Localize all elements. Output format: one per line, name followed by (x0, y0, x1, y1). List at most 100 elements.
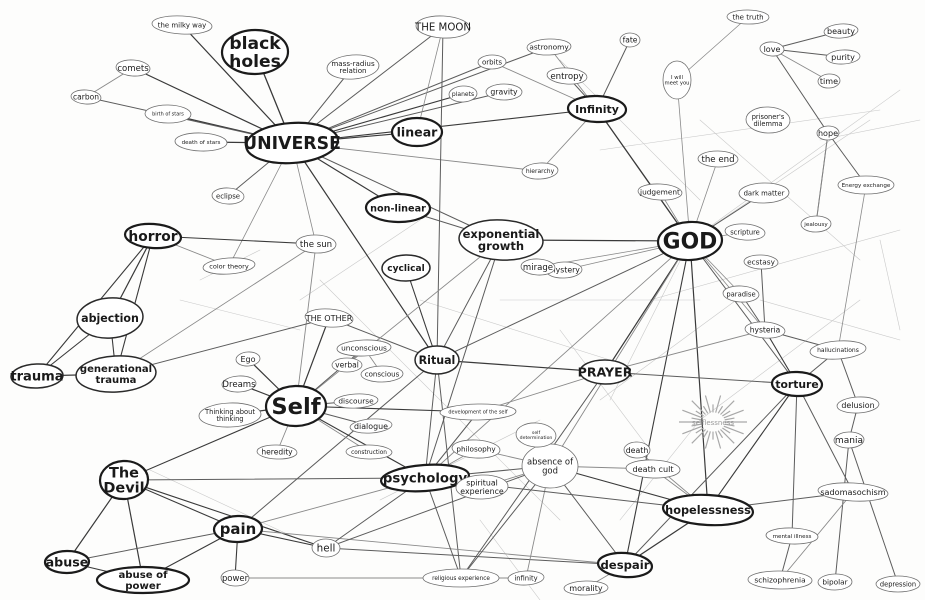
node-bipolar: bipolar (817, 573, 853, 591)
connection-line-the-devil-to-self (123, 405, 297, 481)
node-outline (743, 254, 779, 270)
starburst-ray (715, 395, 722, 413)
node-pain: pain (212, 514, 264, 544)
faint-pencil-line (689, 119, 871, 242)
node-ecstasy: ecstasy (743, 254, 779, 270)
starburst-ray (691, 423, 702, 427)
faint-pencil-line (299, 219, 421, 301)
node-outline (623, 441, 651, 459)
connection-line-ritual-to-psychology (424, 359, 438, 479)
node-development-self: development of the self (439, 403, 517, 421)
node-label: UNIVERSE (243, 134, 341, 154)
node-label: GOD (663, 230, 718, 255)
connection-line-god-to-absence-of-god (549, 240, 691, 467)
node-death-cult: death cult (625, 459, 681, 479)
node-fate: fate (619, 32, 641, 48)
node-label: PRAYER (578, 364, 633, 379)
faint-pencil-line (559, 59, 701, 201)
starburst-ray (691, 417, 702, 421)
node-label: mystery (548, 266, 580, 275)
node-label: bipolar (822, 578, 848, 587)
node-the-end: the end (697, 150, 739, 168)
node-outline (451, 439, 501, 459)
node-label: scripture (730, 228, 760, 236)
starburst-ray (720, 400, 735, 415)
connection-line-exponential-to-self (295, 239, 502, 407)
node-outline (809, 340, 867, 360)
connection-line-exponential-to-psychology (424, 239, 502, 479)
starburst-ray (702, 405, 709, 414)
node-dark-matter: dark matter (738, 182, 790, 204)
node-label: Ego (240, 355, 255, 364)
node-outline (825, 49, 861, 65)
node-label: dialogue (354, 422, 388, 431)
node-label: torture (775, 378, 818, 391)
node-carbon: carbon (70, 89, 102, 105)
connection-line-ritual-to-pain (237, 359, 438, 530)
node-entropy: entropy (546, 67, 588, 85)
node-outline (95, 565, 191, 595)
node-label: horror (128, 229, 177, 245)
node-label: trauma (10, 370, 63, 385)
node-outline (76, 297, 144, 339)
node-outline (745, 106, 791, 134)
node-mania: mania (833, 431, 865, 449)
node-dreams: Dreams (221, 375, 257, 393)
node-linear: linear (390, 116, 444, 148)
connection-line-god-to-i-will-meet-you (676, 79, 691, 242)
node-label: psychology (383, 472, 468, 487)
connection-line-god-to-prayer (604, 240, 691, 373)
node-color-theory: color theory (202, 257, 256, 275)
node-label: Dreams (222, 380, 256, 390)
node-outline (264, 384, 328, 428)
node-self: Self (264, 384, 328, 428)
node-the-sun: the sun (295, 234, 337, 254)
node-hallucinations: hallucinations (809, 340, 867, 360)
node-outline (596, 551, 654, 579)
node-outline (722, 285, 760, 303)
node-label: birth of stars (152, 112, 184, 118)
node-infinity-small: infinity (507, 570, 545, 586)
node-label: conscious (365, 369, 400, 378)
node-label: THE OTHER (305, 314, 353, 323)
starburst-ray (695, 410, 704, 417)
node-hysteria: hysteria (744, 321, 786, 339)
starburst-ray (717, 430, 724, 439)
node-outline (220, 569, 250, 587)
connection-line-ritual-to-cyclical (405, 267, 438, 361)
connection-line-torture-to-sadomasochism (796, 383, 854, 493)
node-label: cyclical (387, 264, 424, 274)
node-label: color theory (209, 262, 249, 270)
connection-line-universe-to-exponential (291, 142, 502, 241)
connection-line-energy-to-hallucinations (837, 184, 867, 351)
node-outline (563, 580, 609, 596)
connection-line-hysteria-to-prayer (604, 329, 766, 373)
node-outline (458, 219, 544, 261)
node-outline (485, 83, 523, 101)
node-outline (619, 32, 641, 48)
node-despair: despair (596, 551, 654, 579)
node-outline (364, 192, 432, 224)
starburst-ray (682, 425, 703, 435)
node-label: Self (271, 394, 321, 420)
connection-line-hallucinations-to-delusion (837, 349, 859, 406)
connection-line-torture-to-mental-illness (791, 383, 798, 537)
node-label: construction (351, 450, 387, 456)
node-label: abuse (46, 554, 89, 569)
node-outline (724, 223, 766, 241)
node-label: depression (880, 580, 916, 588)
node-outline (507, 570, 545, 586)
node-eclipse: eclipse (211, 187, 245, 205)
node-judgement: judgement (637, 183, 683, 201)
starburst-ray (720, 429, 735, 444)
node-birth-of-stars: birth of stars (144, 104, 192, 124)
starburst-ray (702, 430, 709, 439)
node-outline (295, 234, 337, 254)
node-discourse: discourse (333, 393, 379, 409)
node-outline (390, 116, 444, 148)
node-the-truth: the truth (726, 9, 770, 25)
